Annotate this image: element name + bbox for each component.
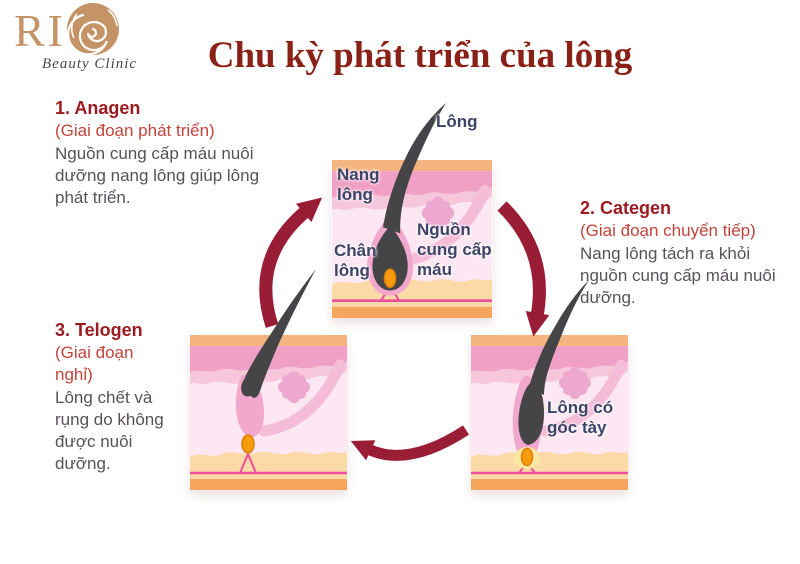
- stage-telogen-text: 3. Telogen (Giai đoạn nghỉ) Lông chết và…: [55, 320, 175, 475]
- telogen-skin-diagram: [190, 269, 347, 490]
- stage-anagen-heading: 1. Anagen: [55, 98, 141, 118]
- categen-skin-diagram: [471, 280, 628, 490]
- arrowhead-categen-to-telogen: [350, 440, 376, 461]
- stage-anagen-subheading: (Giai đoạn phát triển): [55, 121, 215, 140]
- arrowhead-telogen-to-anagen: [295, 197, 323, 223]
- brand-name: RI: [14, 5, 66, 56]
- anagen-skin-diagram: [331, 102, 493, 318]
- dermal-papilla: [241, 434, 255, 454]
- hair-bulb: [372, 226, 408, 291]
- stage-categen-subheading: (Giai đoạn chuyển tiếp): [580, 221, 756, 240]
- rose-icon: [67, 3, 119, 56]
- dermal-papilla: [520, 447, 534, 467]
- label-hair: Lông: [436, 112, 478, 131]
- label-blood-supply: Nguồn cung cấp máu: [417, 220, 492, 279]
- label-club-hair: Lông có góc tày: [547, 398, 614, 437]
- hair-shaft: [529, 280, 589, 395]
- brand-logo: RI Beauty Clinic: [14, 3, 164, 73]
- page-title: Chu kỳ phát triển của lông: [207, 35, 633, 76]
- label-hair-root: Chân lông: [334, 241, 377, 280]
- club-root: [518, 381, 544, 445]
- blood-vessel-cluster: [421, 196, 455, 230]
- hair-shaft: [382, 102, 447, 234]
- blood-vessel-cluster: [278, 371, 310, 403]
- stage-anagen-text: 1. Anagen (Giai đoạn phát triển) Nguồn c…: [55, 98, 273, 209]
- dermal-papilla: [383, 268, 397, 289]
- stage-anagen-description: Nguồn cung cấp máu nuôi dưỡng nang lông …: [55, 144, 260, 207]
- stage-telogen-description: Lông chết và rụng do không được nuôi dưỡ…: [55, 388, 164, 473]
- stage-telogen-heading: 3. Telogen: [55, 320, 143, 340]
- club-root: [241, 373, 259, 397]
- blood-vessel-cluster: [559, 367, 591, 399]
- stage-telogen-subheading: (Giai đoạn nghỉ): [55, 343, 134, 384]
- stage-categen-heading: 2. Categen: [580, 198, 672, 218]
- stage-categen-description: Nang lông tách ra khỏi nguồn cung cấp má…: [580, 244, 776, 307]
- label-follicle: Nang lông: [337, 165, 380, 204]
- stage-categen-text: 2. Categen (Giai đoạn chuyển tiếp) Nang …: [580, 198, 794, 309]
- brand-subtitle: Beauty Clinic: [42, 56, 138, 72]
